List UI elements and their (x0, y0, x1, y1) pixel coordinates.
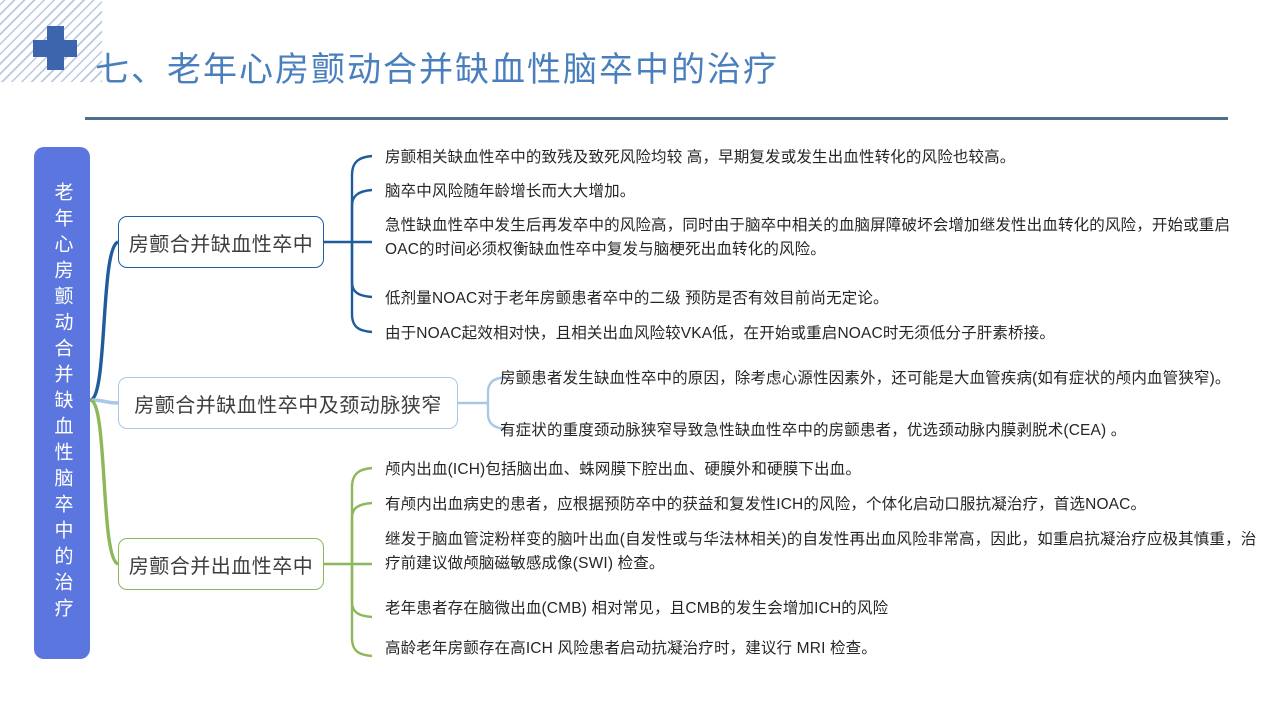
brace-3-arm-1 (350, 466, 373, 564)
brace-3-arm-4 (350, 564, 373, 619)
brace-1-arm-4 (350, 242, 373, 299)
leaf-item: 房颤患者发生缺血性卒中的原因，除考虑心源性因素外，还可能是大血管疾病(如有症状的… (500, 370, 1231, 387)
brace-1-arm-1 (350, 154, 373, 242)
leaf-item: 急性缺血性卒中发生后再发卒中的风险高，同时由于脑卒中相关的血脑屏障破坏会增加继发… (385, 217, 1231, 259)
brace-3-arm-5 (350, 564, 373, 658)
leaf-item: 有颅内出血病史的患者，应根据预防卒中的获益和复发性ICH的风险，个体化启动口服抗… (385, 496, 1147, 513)
leaf-item: 颅内出血(ICH)包括脑出血、蛛网膜下腔出血、硬膜外和硬膜下出血。 (385, 461, 861, 478)
branch-node-label: 房颤合并缺血性卒中及颈动脉狭窄 (134, 394, 442, 417)
brace-1-arm-2 (350, 188, 373, 242)
title-underline-rule (85, 117, 1228, 120)
leaf-item: 脑卒中风险随年龄增长而大大增加。 (385, 183, 636, 200)
root-node[interactable]: 老年心房颤动合并缺血性脑卒中的治疗 (34, 147, 90, 659)
leaf-item: 高龄老年房颤存在高ICH 风险患者启动抗凝治疗时，建议行 MRI 检查。 (385, 640, 877, 657)
link-root-to-branch-1 (89, 240, 120, 402)
branch-node-hemorrhagic-stroke[interactable]: 房颤合并出血性卒中 (118, 538, 324, 590)
branch-node-carotid-stenosis[interactable]: 房颤合并缺血性卒中及颈动脉狭窄 (118, 377, 458, 429)
cross-vertical-bar (47, 26, 64, 70)
link-root-to-branch-3 (89, 398, 120, 566)
leaf-item: 有症状的重度颈动脉狭窄导致急性缺血性卒中的房颤患者，优选颈动脉内膜剥脱术(CEA… (500, 422, 1127, 439)
leaf-item: 房颤相关缺血性卒中的致残及致死风险均较 高，早期复发或发生出血性转化的风险也较高… (385, 149, 1016, 166)
leaf-item: 老年患者存在脑微出血(CMB) 相对常见，且CMB的发生会增加ICH的风险 (385, 600, 889, 617)
brace-3-arm-2 (350, 501, 373, 564)
leaf-item: 低剂量NOAC对于老年房颤患者卒中的二级 预防是否有效目前尚无定论。 (385, 290, 889, 307)
leaf-item: 继发于脑血管淀粉样变的脑叶出血(自发性或与华法林相关)的自发性再出血风险非常高，… (385, 531, 1257, 573)
link-root-to-branch-2 (89, 398, 119, 405)
branch-node-label: 房颤合并缺血性卒中 (128, 233, 314, 256)
leaf-item: 由于NOAC起效相对快，且相关出血风险较VKA低，在开始或重启NOAC时无须低分… (385, 325, 1055, 342)
root-node-label: 老年心房颤动合并缺血性脑卒中的治疗 (51, 182, 73, 624)
brace-1-arm-5 (350, 242, 373, 334)
branch-node-ischemic-stroke[interactable]: 房颤合并缺血性卒中 (118, 216, 324, 268)
medical-cross-icon (33, 26, 77, 70)
page-title: 七、老年心房颤动合并缺血性脑卒中的治疗 (95, 51, 779, 89)
branch-node-label: 房颤合并出血性卒中 (128, 555, 314, 578)
